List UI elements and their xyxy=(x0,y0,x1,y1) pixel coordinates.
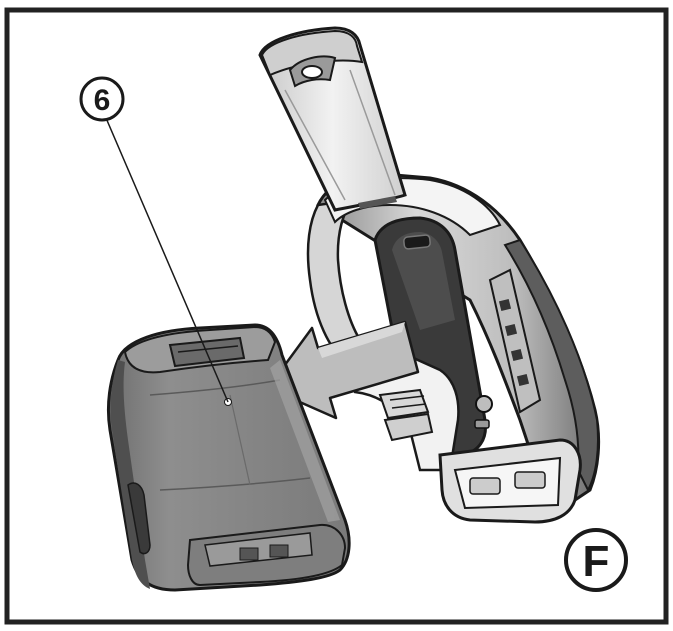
battery-pack-icon xyxy=(106,323,351,592)
panel-label-circle xyxy=(564,528,628,592)
panel-letter: F xyxy=(583,537,610,586)
printer-brand-mark xyxy=(358,196,397,209)
clip-button-icon xyxy=(475,395,493,413)
battery-side-label xyxy=(127,482,151,555)
battery-contacts-icon xyxy=(378,388,434,442)
panel-label: F xyxy=(564,528,628,592)
clip-indicator-icon xyxy=(474,419,490,429)
insert-arrow-icon xyxy=(266,320,420,420)
cover-latch-icon xyxy=(288,55,337,88)
belt-clip-highlight xyxy=(392,232,455,330)
printer-side-controls xyxy=(488,268,542,414)
callout-number: 6 xyxy=(94,84,111,117)
clip-slot-icon xyxy=(403,234,431,250)
callout-circle xyxy=(79,76,125,122)
callout-leader-line xyxy=(105,117,229,403)
mobile-printer-icon xyxy=(258,26,601,524)
callout-6: 6 xyxy=(79,76,229,403)
printer-dark-edge xyxy=(503,238,599,493)
